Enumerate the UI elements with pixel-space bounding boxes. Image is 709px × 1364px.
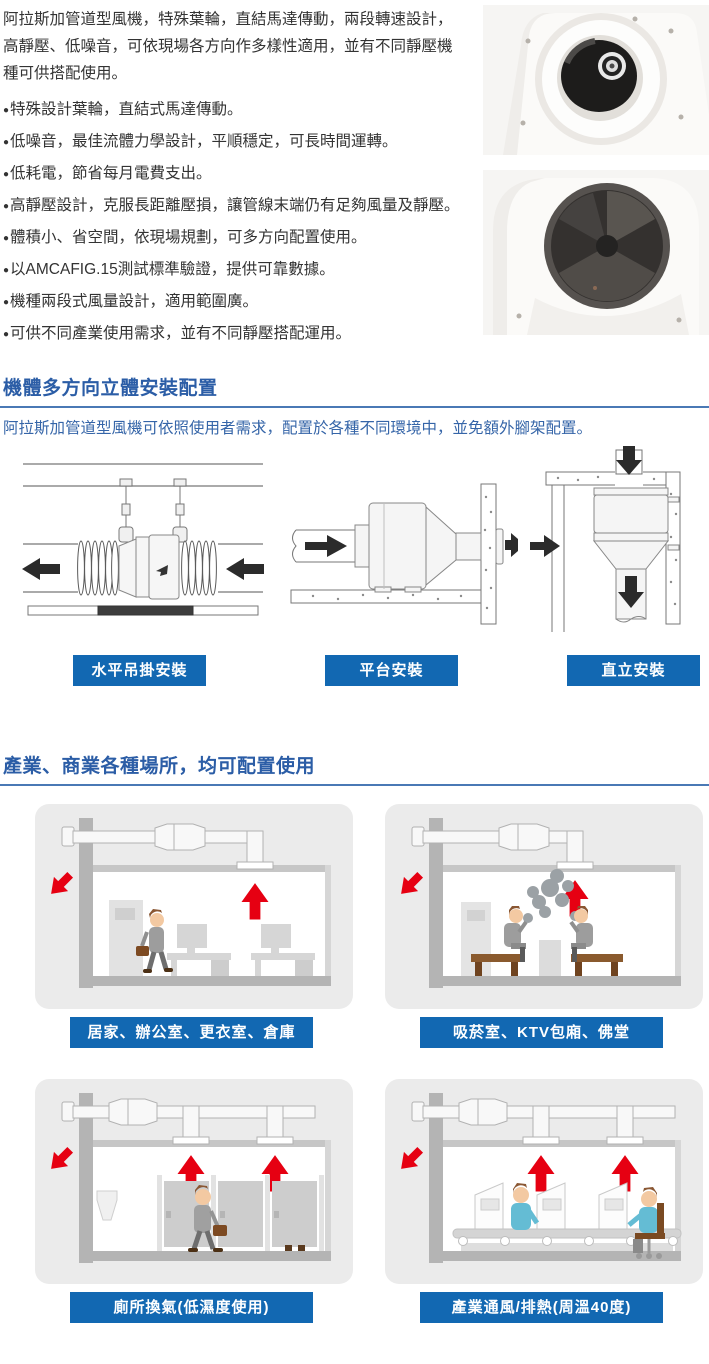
duct-fan-impeller-photo (483, 170, 709, 335)
feature-item: 高靜壓設計，克服長距離壓損，讓管線末端仍有足夠風量及靜壓。 (3, 197, 461, 215)
standing-worker-figure (511, 1183, 540, 1230)
application-section-title: 產業、商業各種場所，均可配置使用 (3, 756, 316, 777)
duct-fan-inlet-photo (483, 5, 709, 155)
seated-smoker-figure (504, 906, 528, 962)
intro-paragraph: 阿拉斯加管道型風機，特殊葉輪，直結馬達傳動，兩段轉速設計，高靜壓、低噪音，可依現… (3, 11, 453, 82)
feature-item: 以AMCAFIG.15測試標準驗證，提供可靠數據。 (3, 261, 461, 279)
feature-item: 機種兩段式風量設計，適用範圍廣。 (3, 293, 461, 311)
application-label: 廁所換氣(低濕度使用) (70, 1292, 313, 1323)
application-office-illustration (35, 804, 353, 1009)
feature-list: 特殊設計葉輪，直結式馬達傳動。 低噪音，最佳流體力學設計，平順穩定，可長時間運轉… (3, 101, 461, 343)
section-divider (0, 406, 709, 408)
application-industrial-illustration (385, 1079, 703, 1284)
install-section-description: 阿拉斯加管道型風機可依照使用者需求，配置於各種不同環境中，並免額外腳架配置。 (3, 420, 593, 437)
platform-install-diagram (290, 483, 518, 625)
vertical-install-diagram (530, 446, 681, 632)
application-label: 居家、辦公室、更衣室、倉庫 (70, 1017, 313, 1048)
smoke-clouds (523, 869, 580, 923)
seated-smoker-figure (569, 906, 593, 962)
install-method-label: 水平吊掛安裝 (73, 655, 206, 686)
seated-worker-figure (627, 1187, 665, 1259)
feature-item: 低噪音，最佳流體力學設計，平順穩定，可長時間運轉。 (3, 133, 461, 151)
feature-item: 低耗電，節省每月電費支出。 (3, 165, 461, 183)
walking-person-figure (188, 1185, 227, 1252)
feature-item: 體積小、省空間，依現場規劃，可多方向配置使用。 (3, 229, 461, 247)
walking-person-figure (136, 909, 173, 973)
application-label: 吸菸室、KTV包廂、佛堂 (420, 1017, 663, 1048)
install-section-title: 機體多方向立體安裝配置 (3, 378, 218, 399)
application-toilet-illustration (35, 1079, 353, 1284)
product-photos (483, 5, 709, 335)
section-divider (0, 784, 709, 786)
horizontal-hanging-diagram (22, 463, 264, 616)
conveyor-line (452, 1182, 682, 1251)
install-method-label: 平台安裝 (325, 655, 458, 686)
feature-item: 特殊設計葉輪，直結式馬達傳動。 (3, 101, 461, 119)
application-smoking-room-illustration (385, 804, 703, 1009)
feature-item: 可供不同產業使用需求，並有不同靜壓搭配運用。 (3, 325, 461, 343)
intro-text-block: 阿拉斯加管道型風機，特殊葉輪，直結馬達傳動，兩段轉速設計，高靜壓、低噪音，可依現… (3, 6, 461, 357)
application-label: 產業通風/排熱(周溫40度) (420, 1292, 663, 1323)
install-method-label: 直立安裝 (567, 655, 700, 686)
